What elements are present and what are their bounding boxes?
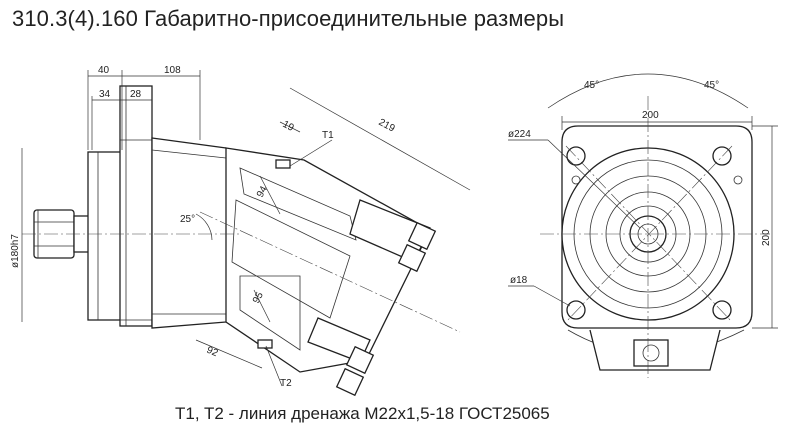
dim-28: 28 [130, 89, 142, 100]
dim-92: 92 [205, 345, 220, 360]
label-t1: T1 [322, 130, 334, 141]
dim-18: ø18 [510, 275, 528, 286]
dim-108: 108 [164, 65, 181, 76]
label-t2: T2 [280, 378, 292, 389]
dim-219: 219 [377, 117, 397, 135]
front-view-dimensions: 45° 45° 200 200 ø224 ø18 [508, 73, 778, 329]
dim-40: 40 [98, 65, 110, 76]
dim-19: 19 [281, 119, 296, 134]
dim-34: 34 [99, 89, 111, 100]
drain-line-note: T1, T2 - линия дренажа M22x1,5-18 ГОСТ25… [175, 404, 550, 423]
side-view-dimensions: 40 108 34 28 ø180h7 219 19 T1 94 25° 95 … [10, 65, 471, 389]
dim-224: ø224 [508, 129, 531, 140]
angle-45-left: 45° [584, 80, 599, 91]
dim-180h7: ø180h7 [10, 234, 21, 268]
dim-95: 95 [251, 290, 266, 305]
side-view [22, 85, 461, 397]
angle-45-right: 45° [704, 80, 719, 91]
angle-25: 25° [180, 214, 195, 225]
front-view [540, 96, 770, 378]
drawing-title: 310.3(4).160 Габаритно-присоединительные… [12, 6, 565, 31]
dim-200-vertical: 200 [761, 229, 772, 246]
dim-200-horizontal: 200 [642, 110, 659, 121]
dim-94: 94 [255, 184, 270, 199]
